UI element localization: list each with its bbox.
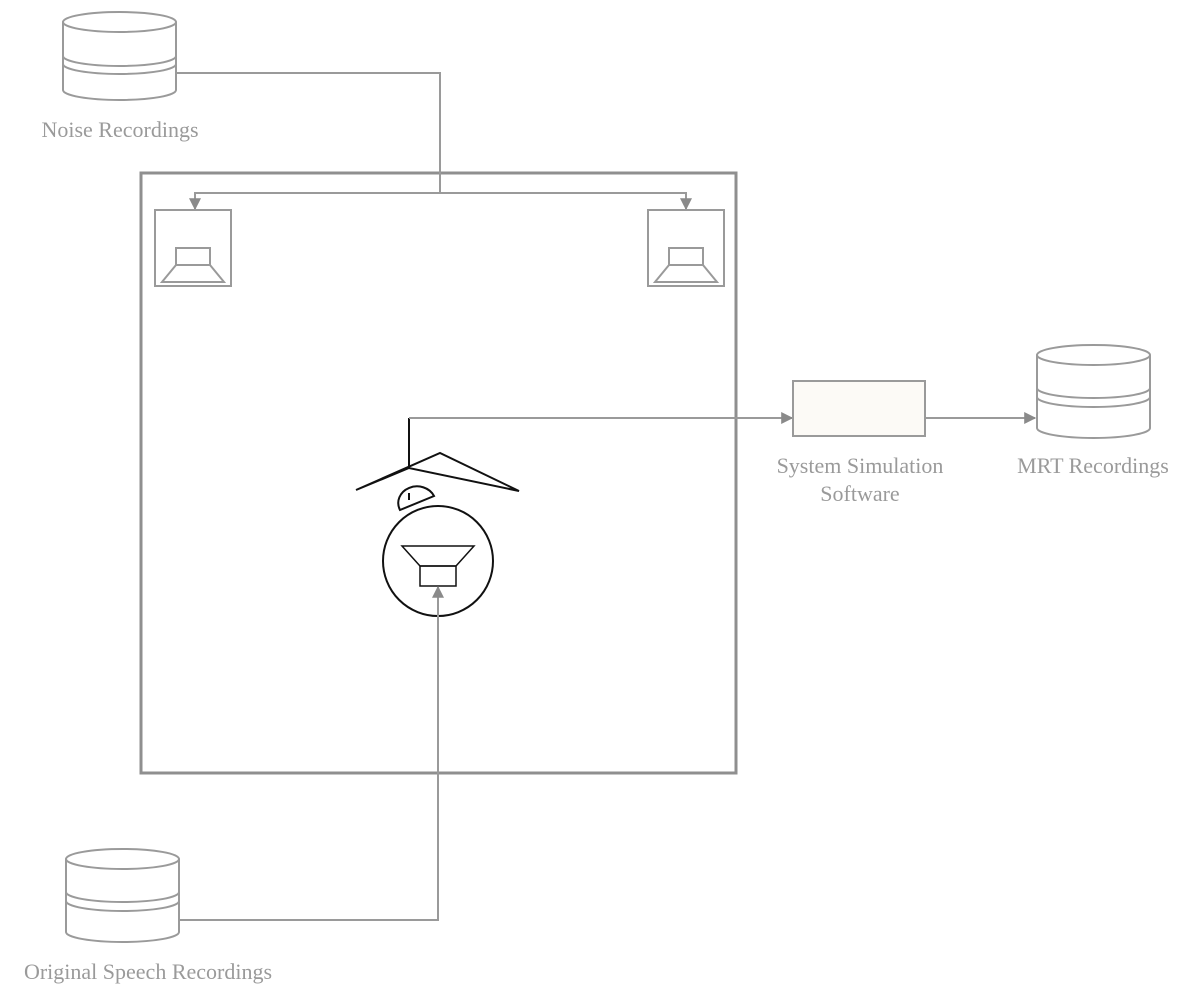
noise-feed-line — [176, 72, 441, 193]
noise-recordings-database-icon — [62, 11, 177, 101]
right-noise-speaker-icon — [647, 209, 725, 287]
left-noise-speaker-icon — [154, 209, 232, 287]
noise-to-right-speaker-arrow — [440, 192, 692, 211]
speech-recordings-label: Original Speech Recordings — [24, 959, 272, 984]
noise-to-left-speaker-arrow — [189, 192, 440, 211]
speech-to-mouth-simulator-arrow — [179, 585, 444, 921]
system-simulation-label-line2: Software — [820, 481, 899, 506]
speech-recordings-database-icon — [65, 848, 180, 943]
headset-microphone-icon — [355, 418, 520, 512]
noise-recordings-label: Noise Recordings — [41, 117, 198, 142]
mrt-recordings-database-icon — [1036, 344, 1151, 439]
mrt-recordings-label: MRT Recordings — [1017, 453, 1169, 478]
system-simulation-software-box — [792, 380, 926, 437]
system-simulation-label-line1: System Simulation — [777, 453, 944, 478]
